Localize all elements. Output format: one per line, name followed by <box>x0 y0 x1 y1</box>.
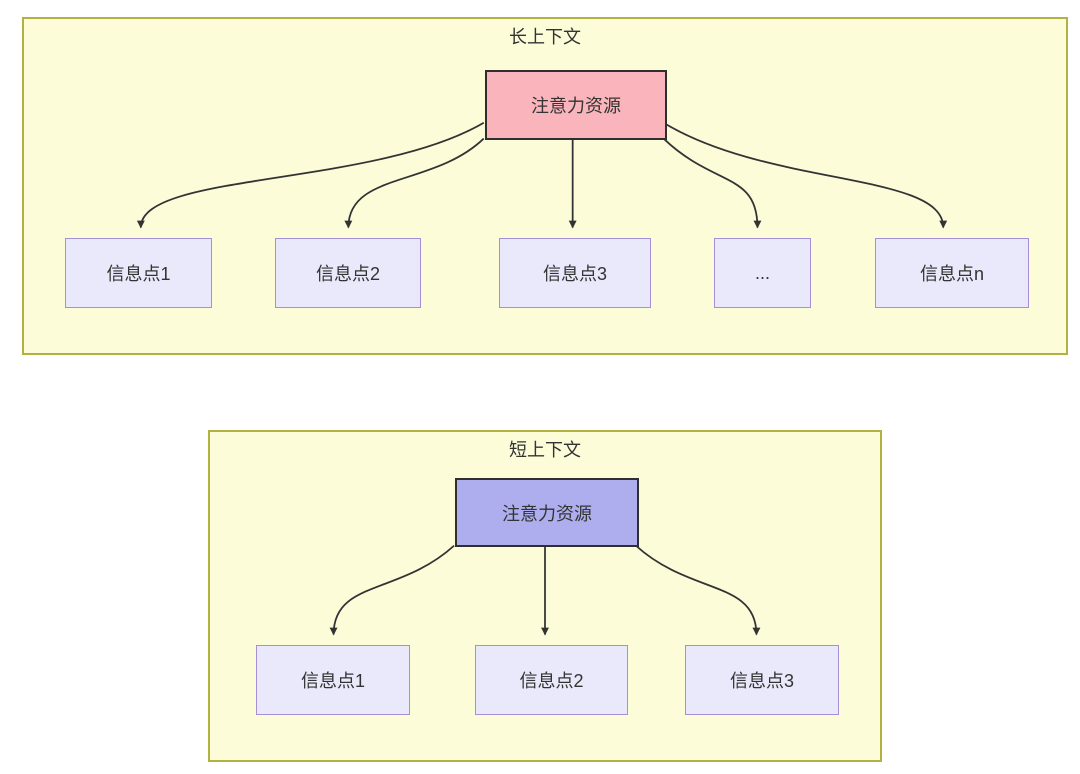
short-info-point-3: 信息点3 <box>685 645 839 715</box>
long-context-container: 长上下文 注意力资源 信息点1 信息点2 信息点3 ... 信息点n <box>22 17 1068 355</box>
short-context-container: 短上下文 注意力资源 信息点1 信息点2 信息点3 <box>208 430 882 762</box>
arrow-to-info1 <box>329 544 455 636</box>
long-attention-resources-box: 注意力资源 <box>485 70 667 140</box>
long-info-point-1: 信息点1 <box>65 238 212 308</box>
long-info-point-n: 信息点n <box>875 238 1029 308</box>
arrow-to-info2 <box>344 137 485 229</box>
long-info-point-3: 信息点3 <box>499 238 651 308</box>
arrow-to-ellipsis <box>662 137 762 229</box>
arrow-to-info-n <box>663 121 948 229</box>
short-info-point-2: 信息点2 <box>475 645 628 715</box>
long-info-point-2: 信息点2 <box>275 238 421 308</box>
short-context-title: 短上下文 <box>509 440 581 460</box>
arrow-to-info3 <box>635 544 761 636</box>
short-attention-resources-box: 注意力资源 <box>455 478 639 547</box>
short-info-point-1: 信息点1 <box>256 645 410 715</box>
arrow-to-info1 <box>136 121 485 229</box>
long-info-point-ellipsis: ... <box>714 238 811 308</box>
long-context-title: 长上下文 <box>509 27 581 47</box>
